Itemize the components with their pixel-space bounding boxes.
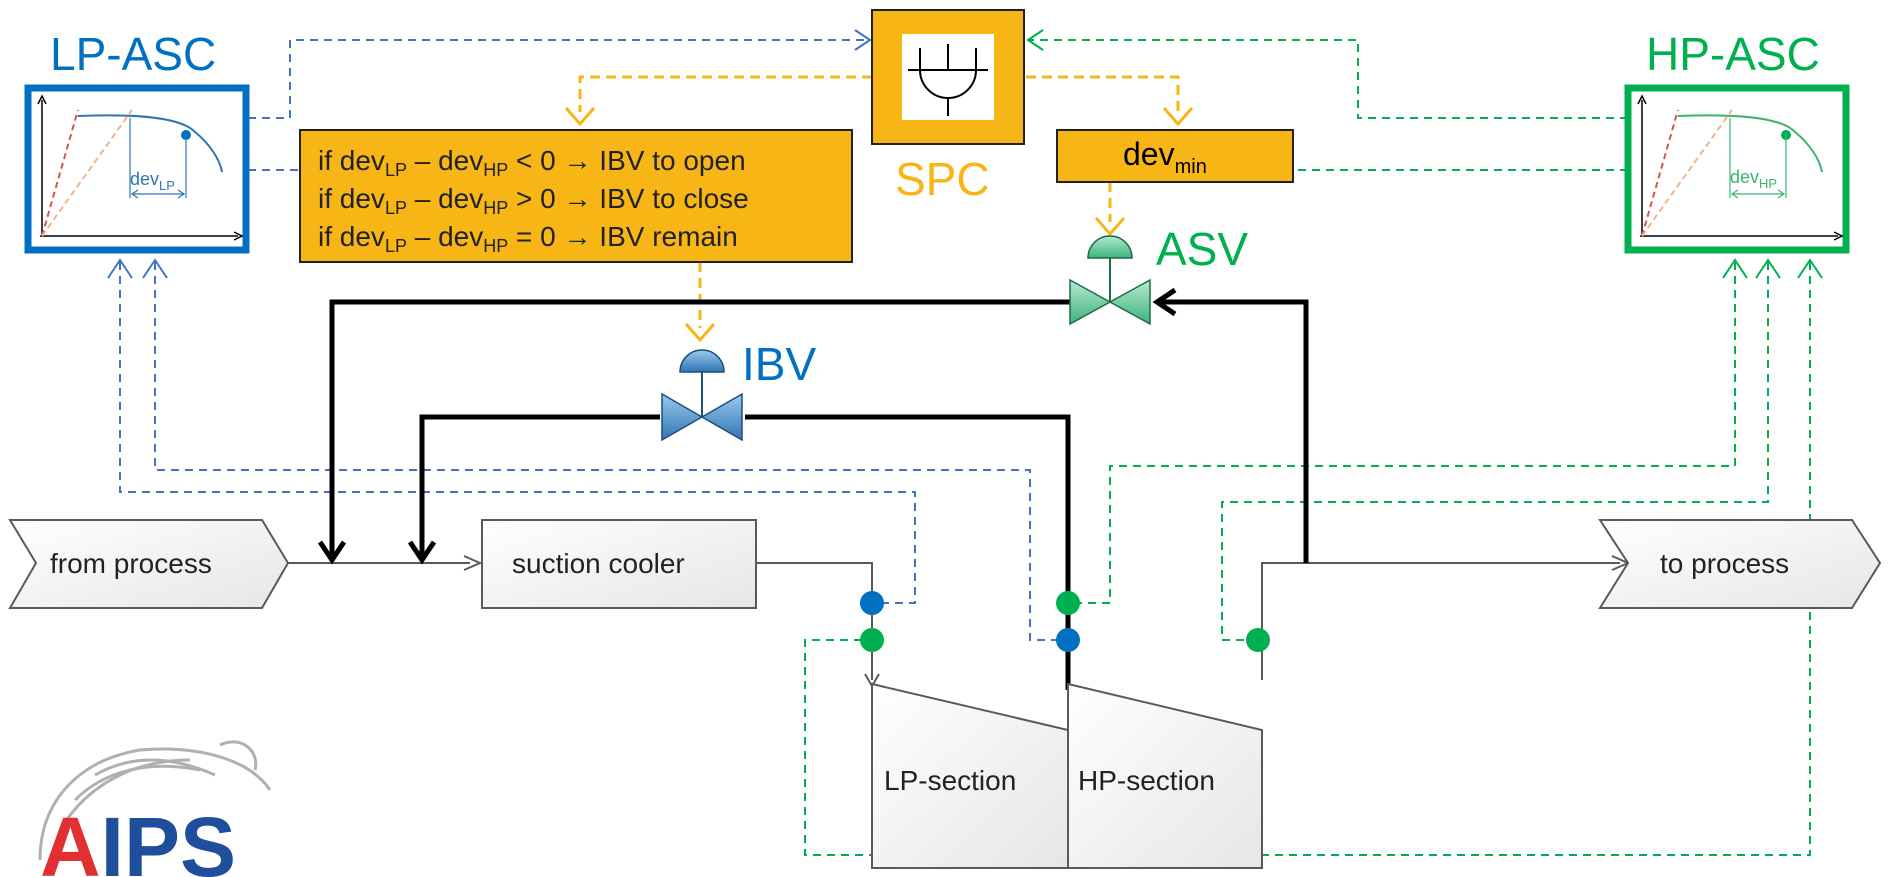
- spc-block: SPC: [871, 9, 1025, 205]
- logo-letters-ips: IPS: [101, 800, 236, 877]
- lp-asc: LP-ASC devLP: [24, 28, 250, 254]
- lp-section-label: LP-section: [884, 765, 1016, 796]
- hp-suction-green-point: [1056, 591, 1080, 615]
- dev-min-box: [1056, 129, 1294, 183]
- from-process-block: from process: [8, 519, 290, 609]
- logic-box-bg: [299, 129, 853, 263]
- logo-letter-a: A: [40, 800, 101, 877]
- hp-section-block: HP-section: [1067, 682, 1263, 869]
- hp-section-label: HP-section: [1078, 765, 1215, 796]
- dev-min-label: devmin: [1123, 136, 1207, 178]
- lp-discharge-blue-point: [1056, 628, 1080, 652]
- hp-signal-lines: [804, 39, 1811, 856]
- hp-discharge-green-point: [1246, 628, 1270, 652]
- to-process-label: to process: [1660, 548, 1789, 579]
- recycle-lines: [329, 299, 1309, 690]
- logic-line-open: if devLP – devHP < 0 → IBV to open: [318, 145, 746, 180]
- aips-logo-text: AIPS: [40, 800, 236, 877]
- spc-signal-lines: [578, 75, 1180, 328]
- suction-cooler-block: suction cooler: [481, 519, 757, 609]
- from-process-label: from process: [50, 548, 212, 579]
- asv-label: ASV: [1156, 223, 1248, 275]
- hp-dev-label: devHP: [1730, 167, 1777, 191]
- lp-suction-blue-point: [860, 591, 884, 615]
- spc-signal-arrowheads: [564, 107, 1194, 343]
- lp-asc-title: LP-ASC: [50, 28, 216, 80]
- lp-asc-box: [24, 84, 250, 254]
- spc-title: SPC: [895, 153, 990, 205]
- hp-asc-box: [1624, 84, 1850, 254]
- lp-signal-arrowheads: [107, 29, 872, 279]
- lp-dev-label: devLP: [130, 169, 175, 193]
- dev-min-block: devmin: [1056, 129, 1294, 183]
- logo-turbine-icon: [38, 740, 272, 861]
- hp-surge-chart: [1637, 94, 1844, 241]
- measurement-points: [860, 591, 1270, 652]
- recycle-arrowheads: [317, 287, 1177, 565]
- suction-cooler-label: suction cooler: [512, 548, 685, 579]
- hp-signal-arrowheads: [1026, 29, 1823, 279]
- hp-asc-title: HP-ASC: [1646, 28, 1820, 80]
- ibv-label: IBV: [742, 338, 816, 390]
- ibv-logic-box: if devLP – devHP < 0 → IBV to open if de…: [299, 129, 853, 263]
- lp-surge-chart: [37, 94, 244, 241]
- hp-asc: HP-ASC devHP: [1624, 28, 1850, 254]
- lp-suction-green-point: [860, 628, 884, 652]
- aips-logo: AIPS: [38, 740, 272, 877]
- lp-signal-lines: [119, 39, 1068, 641]
- logic-line-close: if devLP – devHP > 0 → IBV to close: [318, 183, 749, 218]
- to-process-block: to process: [1598, 519, 1882, 609]
- ibv-valve-icon: [661, 349, 743, 442]
- spc-controller-icon: [908, 44, 988, 116]
- lp-section-block: LP-section: [871, 682, 1069, 869]
- asv-valve-icon: [1069, 235, 1151, 326]
- logic-line-remain: if devLP – devHP = 0 → IBV remain: [318, 221, 738, 256]
